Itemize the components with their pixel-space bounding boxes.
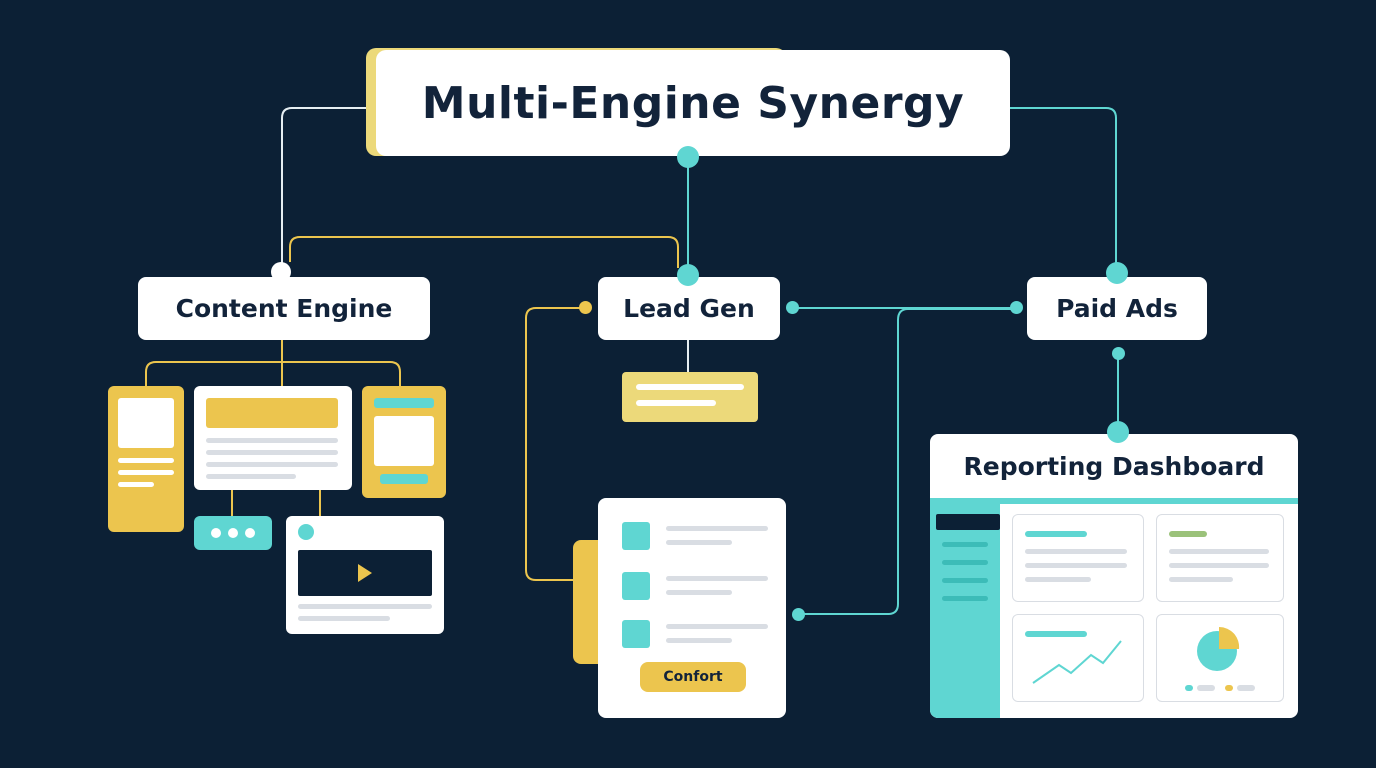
confirm-button[interactable]: Confort bbox=[640, 662, 746, 692]
asset-tag bbox=[380, 474, 428, 484]
connector-dot bbox=[677, 264, 699, 286]
ellipsis-icon bbox=[211, 528, 255, 538]
text-line bbox=[1025, 563, 1127, 568]
pie-chart-icon bbox=[1197, 626, 1240, 671]
text-line bbox=[666, 576, 768, 581]
text-line bbox=[1169, 563, 1269, 568]
text-line bbox=[298, 604, 432, 609]
checkbox[interactable] bbox=[622, 572, 650, 600]
widget-heading-bar bbox=[1025, 531, 1087, 537]
node-paid-ads-label: Paid Ads bbox=[1056, 294, 1178, 323]
text-line bbox=[206, 450, 338, 455]
video-card bbox=[286, 516, 444, 634]
text-line bbox=[206, 438, 338, 443]
ellipsis-button[interactable] bbox=[194, 516, 272, 550]
legend-line bbox=[1197, 685, 1215, 691]
legend-line bbox=[1237, 685, 1255, 691]
text-line bbox=[666, 624, 768, 629]
checkbox[interactable] bbox=[622, 620, 650, 648]
legend-swatch bbox=[1185, 685, 1193, 691]
asset-image-placeholder bbox=[374, 416, 434, 466]
dashboard-widget bbox=[1012, 514, 1144, 602]
asset-card-right bbox=[362, 386, 446, 498]
text-line bbox=[636, 384, 744, 390]
connector-form-to-paidads bbox=[798, 308, 1016, 615]
text-line bbox=[118, 470, 174, 475]
connector-dot bbox=[1010, 301, 1023, 314]
pie-chart-widget bbox=[1156, 614, 1284, 702]
sidebar-active-item[interactable] bbox=[936, 514, 1000, 530]
checkbox[interactable] bbox=[622, 522, 650, 550]
dashboard-widget bbox=[1156, 514, 1284, 602]
page-title: Multi-Engine Synergy bbox=[421, 77, 965, 129]
text-line bbox=[1025, 549, 1127, 554]
lead-note-card bbox=[622, 372, 758, 422]
title-card: Multi-Engine Synergy bbox=[376, 50, 1010, 156]
connector-dot bbox=[786, 301, 799, 314]
line-chart-icon bbox=[1032, 640, 1122, 684]
line-chart-widget bbox=[1012, 614, 1144, 702]
connector-dot bbox=[1106, 262, 1128, 284]
lead-form-card: Confort bbox=[598, 498, 786, 718]
asset-card-left bbox=[108, 386, 184, 532]
connector-dot bbox=[1112, 347, 1125, 360]
connector-title-to-content bbox=[281, 107, 368, 270]
text-line bbox=[206, 474, 296, 479]
sidebar-item[interactable] bbox=[942, 560, 988, 565]
play-icon bbox=[358, 564, 372, 582]
dashboard-sidebar bbox=[930, 504, 1000, 718]
connector-leadgen-to-form bbox=[525, 307, 586, 581]
text-line bbox=[1025, 577, 1091, 582]
connector-dot bbox=[677, 146, 699, 168]
connector-dot bbox=[792, 608, 805, 621]
legend-swatch bbox=[1225, 685, 1233, 691]
node-paid-ads[interactable]: Paid Ads bbox=[1027, 277, 1207, 340]
widget-heading-bar bbox=[1025, 631, 1087, 637]
widget-heading-bar bbox=[1169, 531, 1207, 537]
text-line bbox=[636, 400, 716, 406]
text-line bbox=[1169, 549, 1269, 554]
sidebar-item[interactable] bbox=[942, 596, 988, 601]
node-content-engine-label: Content Engine bbox=[175, 294, 393, 323]
node-content-engine[interactable]: Content Engine bbox=[138, 277, 430, 340]
text-line bbox=[118, 482, 154, 487]
reporting-dashboard-card: Reporting Dashboard bbox=[930, 434, 1298, 718]
text-line bbox=[206, 462, 338, 467]
connector-dot bbox=[1107, 421, 1129, 443]
dashboard-title: Reporting Dashboard bbox=[963, 451, 1265, 481]
connector-dot bbox=[579, 301, 592, 314]
video-status-dot bbox=[298, 524, 314, 540]
article-header-bar bbox=[206, 398, 338, 428]
video-player[interactable] bbox=[298, 550, 432, 596]
dashboard-header-rule bbox=[930, 498, 1298, 504]
connector-dot bbox=[271, 262, 291, 282]
asset-article-card bbox=[194, 386, 352, 490]
text-line bbox=[666, 638, 732, 643]
sidebar-item[interactable] bbox=[942, 578, 988, 583]
connector-content-to-leadgen bbox=[289, 236, 679, 268]
text-line bbox=[666, 590, 732, 595]
asset-image-placeholder bbox=[118, 398, 174, 448]
asset-tag bbox=[374, 398, 434, 408]
text-line bbox=[1169, 577, 1233, 582]
node-lead-gen[interactable]: Lead Gen bbox=[598, 277, 780, 340]
text-line bbox=[666, 526, 768, 531]
connector-content-tree-branch bbox=[145, 361, 401, 386]
connector-title-to-paidads bbox=[1010, 107, 1117, 272]
text-line bbox=[666, 540, 732, 545]
node-lead-gen-label: Lead Gen bbox=[623, 294, 755, 323]
text-line bbox=[298, 616, 390, 621]
sidebar-item[interactable] bbox=[942, 542, 988, 547]
text-line bbox=[118, 458, 174, 463]
